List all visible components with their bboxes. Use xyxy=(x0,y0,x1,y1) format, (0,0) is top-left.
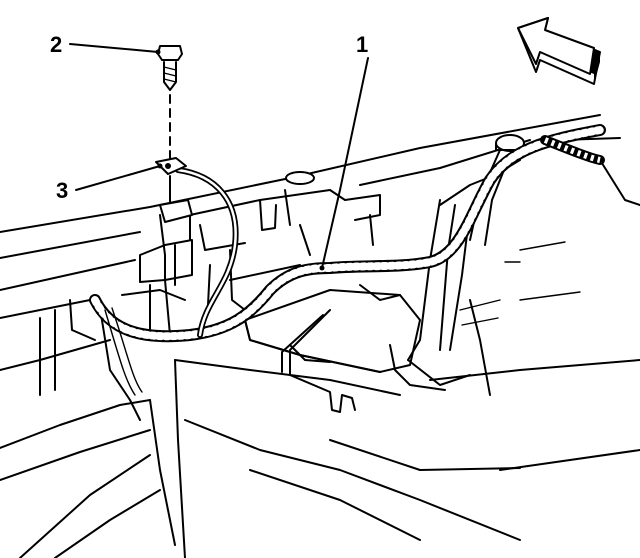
front-direction-arrow-icon xyxy=(517,17,601,85)
battery-tray xyxy=(189,189,421,413)
callout-3: 3 xyxy=(56,178,68,203)
callout-2: 2 xyxy=(50,32,62,57)
leader-3 xyxy=(75,165,161,191)
left-fender-structure xyxy=(0,289,186,558)
bolt-icon xyxy=(157,45,183,161)
callout-1: 1 xyxy=(356,32,368,57)
callout-labels: 1 2 3 xyxy=(50,32,368,203)
ground-terminal-icon xyxy=(155,157,193,223)
callout-leaders xyxy=(69,43,369,271)
mounting-bracket xyxy=(139,214,193,341)
leader-2 xyxy=(69,43,159,53)
leader-1 xyxy=(321,57,369,269)
vehicle-body-outline xyxy=(0,114,640,541)
wiring-harness xyxy=(89,124,606,396)
